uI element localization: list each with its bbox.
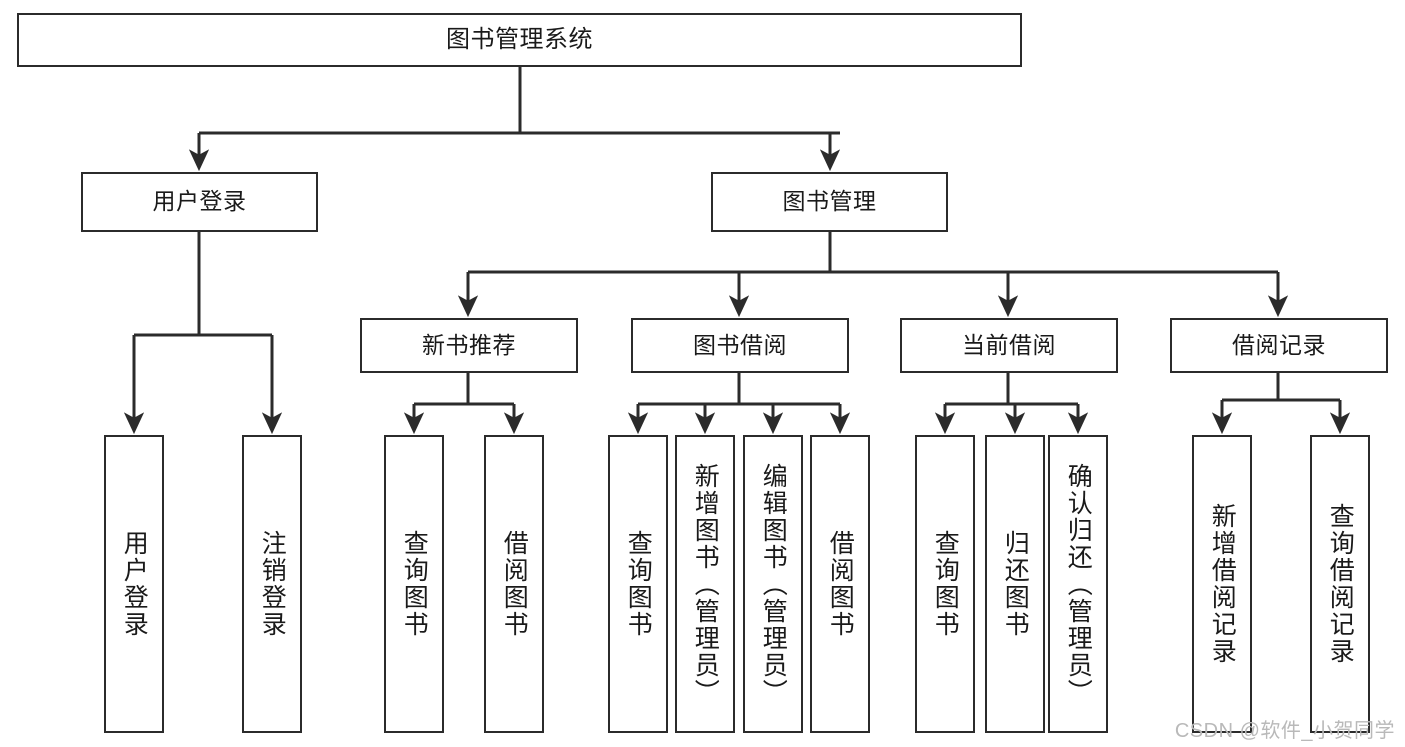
- leaf-new-book-query[interactable]: 查询图书: [384, 435, 444, 733]
- leaf-book-borrow-add[interactable]: 新增图书（管理员）: [675, 435, 735, 733]
- node-label: 编辑图书（管理员）: [759, 462, 788, 706]
- leaf-borrow-record-query[interactable]: 查询借阅记录: [1310, 435, 1370, 733]
- node-current-borrow[interactable]: 当前借阅: [900, 318, 1118, 373]
- node-borrow-record[interactable]: 借阅记录: [1170, 318, 1388, 373]
- leaf-book-borrow-query[interactable]: 查询图书: [608, 435, 668, 733]
- node-label: 查询图书: [624, 530, 653, 638]
- node-label: 图书管理: [782, 188, 877, 215]
- leaf-book-borrow-edit[interactable]: 编辑图书（管理员）: [743, 435, 803, 733]
- node-label: 新增借阅记录: [1208, 503, 1237, 665]
- node-label: 当前借阅: [962, 331, 1056, 358]
- leaf-user-login-login[interactable]: 用户登录: [104, 435, 164, 733]
- node-label: 新增图书（管理员）: [691, 462, 720, 706]
- node-label: 借阅图书: [826, 530, 855, 638]
- leaf-current-borrow-return[interactable]: 归还图书: [985, 435, 1045, 733]
- node-user-login[interactable]: 用户登录: [81, 172, 318, 232]
- node-label: 图书管理系统: [446, 25, 593, 53]
- node-label: 归还图书: [1001, 530, 1030, 638]
- node-label: 用户登录: [120, 530, 149, 638]
- leaf-user-login-logout[interactable]: 注销登录: [242, 435, 302, 733]
- leaf-borrow-record-add[interactable]: 新增借阅记录: [1192, 435, 1252, 733]
- leaf-current-borrow-query[interactable]: 查询图书: [915, 435, 975, 733]
- node-new-book-recommend[interactable]: 新书推荐: [360, 318, 578, 373]
- leaf-new-book-borrow[interactable]: 借阅图书: [484, 435, 544, 733]
- node-label: 用户登录: [152, 188, 247, 215]
- node-label: 注销登录: [258, 530, 287, 638]
- node-label: 确认归还（管理员）: [1064, 462, 1093, 706]
- node-label: 借阅记录: [1232, 331, 1326, 358]
- node-label: 借阅图书: [500, 530, 529, 638]
- node-book-management[interactable]: 图书管理: [711, 172, 948, 232]
- node-label: 新书推荐: [422, 331, 516, 358]
- leaf-book-borrow-borrow[interactable]: 借阅图书: [810, 435, 870, 733]
- node-label: 查询借阅记录: [1326, 503, 1355, 665]
- node-book-borrow[interactable]: 图书借阅: [631, 318, 849, 373]
- leaf-current-borrow-confirm-return[interactable]: 确认归还（管理员）: [1048, 435, 1108, 733]
- node-root-system[interactable]: 图书管理系统: [17, 13, 1022, 67]
- node-label: 查询图书: [400, 530, 429, 638]
- node-label: 图书借阅: [693, 331, 787, 358]
- csdn-watermark: CSDN @软件_小贺同学: [1174, 720, 1395, 742]
- node-label: 查询图书: [931, 530, 960, 638]
